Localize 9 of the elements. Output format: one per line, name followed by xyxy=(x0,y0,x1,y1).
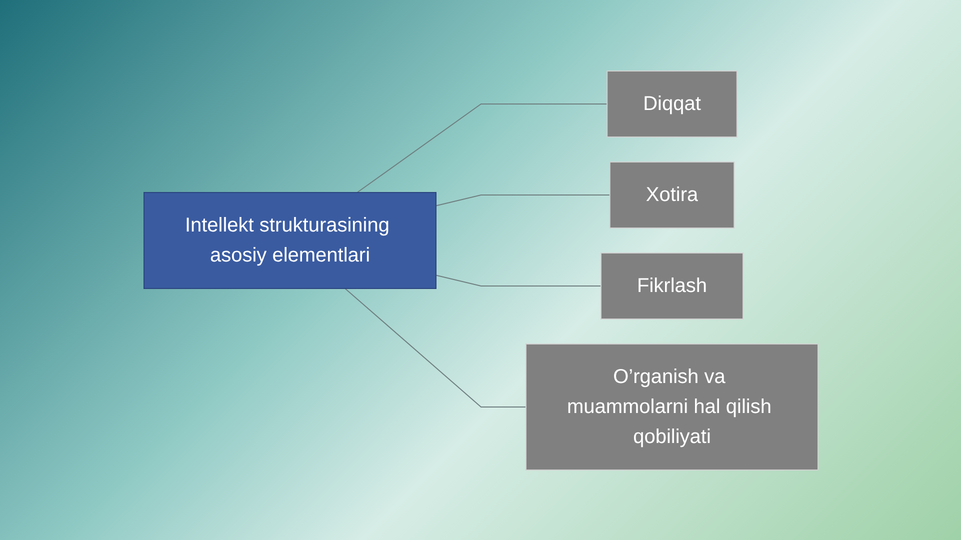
node-box: O’rganish va muammolarni hal qilish qobiliyati xyxy=(525,343,818,470)
node-box: Fikrlash xyxy=(600,252,743,319)
connector xyxy=(435,194,610,206)
node-box: Xotira xyxy=(608,161,734,228)
connector xyxy=(435,274,601,286)
connector xyxy=(344,288,526,407)
node-box: Diqqat xyxy=(606,70,737,137)
node-box: Intellekt strukturasining asosiy elementlari xyxy=(143,192,436,288)
connector xyxy=(356,103,608,192)
